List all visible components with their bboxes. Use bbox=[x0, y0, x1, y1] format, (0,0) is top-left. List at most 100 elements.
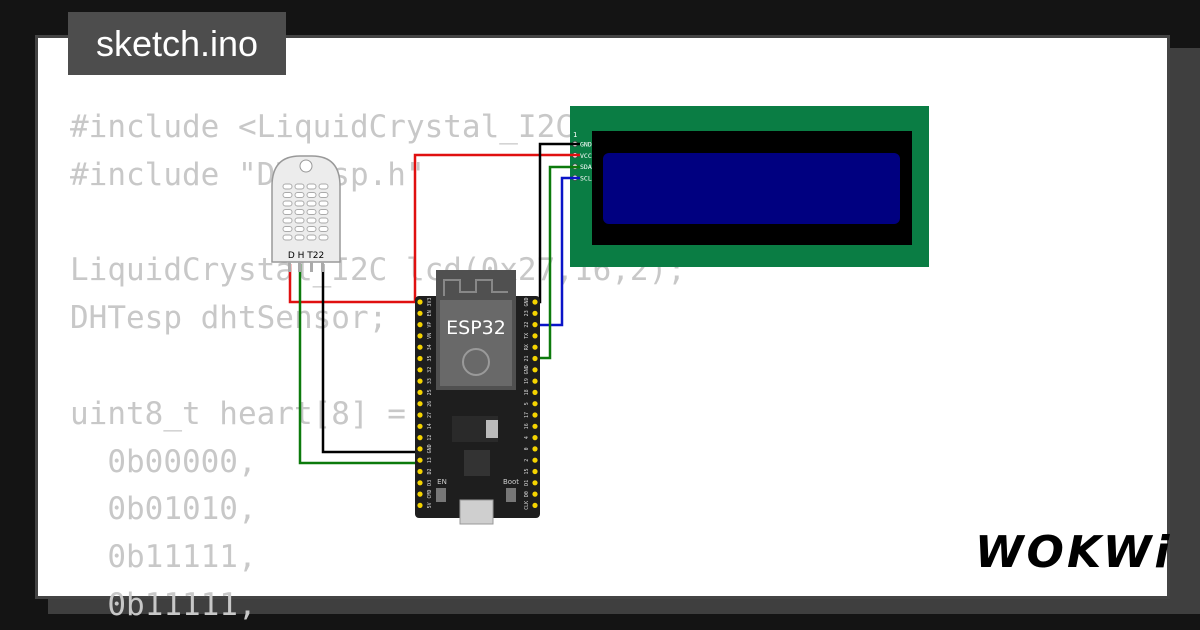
esp32-pin[interactable] bbox=[417, 423, 423, 429]
code-line: 0b11111, bbox=[107, 539, 257, 576]
wire-dht-data bbox=[298, 264, 420, 465]
esp32-pin[interactable] bbox=[417, 310, 423, 316]
dht22-grille-slot bbox=[318, 183, 329, 190]
esp32-pin-label: D2 bbox=[427, 468, 433, 474]
esp32-pin[interactable] bbox=[532, 412, 538, 418]
esp32-pin-label: 33 bbox=[427, 378, 433, 384]
esp32-pin[interactable] bbox=[532, 435, 538, 441]
dht22-grille-slot bbox=[282, 200, 293, 207]
esp32-pin-label: D1 bbox=[524, 480, 530, 486]
esp32-pin[interactable] bbox=[532, 333, 538, 339]
esp32-pin-label: GND bbox=[524, 297, 530, 306]
esp32-pin[interactable] bbox=[417, 378, 423, 384]
esp32-pin[interactable] bbox=[417, 491, 423, 497]
dht22-grille-slot bbox=[306, 217, 317, 224]
esp32-pin[interactable] bbox=[532, 322, 538, 328]
esp32-pin[interactable] bbox=[417, 322, 423, 328]
dht22-grille-slot bbox=[306, 183, 317, 190]
esp32-pin-label: 5V bbox=[427, 502, 433, 508]
esp32-pin-label: 18 bbox=[524, 389, 530, 395]
esp32-pin-label: 16 bbox=[524, 423, 530, 429]
esp32-pin-label: 2 bbox=[524, 459, 530, 462]
wire-vcc bbox=[288, 153, 580, 304]
esp32-pin-label: 32 bbox=[427, 367, 433, 373]
dht22-label: D H T22 bbox=[288, 251, 324, 261]
wire-dht-gnd bbox=[321, 264, 420, 454]
esp32-pin-label: 22 bbox=[524, 322, 530, 328]
esp32-pin[interactable] bbox=[532, 389, 538, 395]
esp32-chip bbox=[440, 300, 512, 386]
code-line: 0b00000, bbox=[107, 443, 257, 480]
esp32-pin[interactable] bbox=[417, 333, 423, 339]
esp32-pin[interactable] bbox=[532, 401, 538, 407]
wire-scl bbox=[533, 176, 580, 327]
en-button[interactable] bbox=[436, 488, 446, 502]
esp32-pin-label: CLK bbox=[524, 501, 530, 510]
esp32-pin[interactable] bbox=[417, 480, 423, 486]
esp32-pin-label: 25 bbox=[427, 389, 433, 395]
lcd-screen bbox=[603, 153, 900, 224]
esp32-pin[interactable] bbox=[417, 435, 423, 441]
esp32-pin[interactable] bbox=[417, 299, 423, 305]
dht22-grille-slot bbox=[318, 209, 329, 215]
esp32-pin[interactable] bbox=[532, 378, 538, 384]
esp32-pin[interactable] bbox=[417, 355, 423, 362]
esp32-pin[interactable] bbox=[417, 457, 423, 463]
esp32-pin-label: TX bbox=[524, 333, 530, 339]
dht22-pin bbox=[298, 262, 301, 272]
esp32-pin[interactable] bbox=[532, 344, 538, 350]
esp32-pin[interactable] bbox=[417, 412, 423, 418]
lcd-pin-index: 1 bbox=[573, 131, 577, 139]
code-line: DHTesp dhtSensor; bbox=[70, 300, 388, 337]
dht22-grille-slot bbox=[306, 226, 317, 232]
esp32-pin[interactable] bbox=[532, 457, 538, 463]
esp32-pin-label: 4 bbox=[524, 436, 530, 439]
dht22-grille-slot bbox=[282, 234, 293, 241]
esp32-pin[interactable] bbox=[417, 502, 423, 508]
esp32-pin[interactable] bbox=[532, 502, 538, 508]
esp32-pin[interactable] bbox=[532, 491, 538, 497]
dht22-grille-slot bbox=[294, 183, 305, 190]
micro-usb-port[interactable] bbox=[459, 499, 494, 525]
esp32-pin[interactable] bbox=[417, 468, 423, 475]
esp32-component bbox=[486, 420, 498, 438]
dht22-grille-slot bbox=[294, 209, 305, 215]
esp32-pin-label: RX bbox=[524, 344, 530, 350]
dht22-grille-slot bbox=[294, 200, 305, 207]
esp32-pin[interactable] bbox=[417, 446, 423, 452]
esp32-pin[interactable] bbox=[417, 389, 423, 395]
esp32-pin[interactable] bbox=[417, 344, 423, 350]
esp32-board[interactable]: ESP32 EN Boot 3V3ENVPVN34353233252627141… bbox=[415, 270, 540, 525]
esp32-pin[interactable] bbox=[532, 367, 538, 373]
esp32-antenna bbox=[443, 279, 508, 296]
dht22-pin bbox=[310, 262, 313, 272]
code-line: #include <LiquidCrystal_I2C.h> bbox=[70, 109, 630, 145]
esp32-pin[interactable] bbox=[417, 401, 423, 407]
esp32-pin-label: 27 bbox=[427, 412, 433, 418]
dht22-sensor[interactable]: D H T22 bbox=[271, 155, 341, 272]
lcd-pin-label: VCC bbox=[580, 152, 592, 160]
esp32-pin-label: VP bbox=[427, 322, 433, 328]
esp32-pin-label: CMD bbox=[427, 490, 433, 499]
esp32-pin-label: 17 bbox=[524, 412, 530, 418]
esp32-pin[interactable] bbox=[417, 367, 423, 373]
boot-button[interactable] bbox=[506, 488, 516, 502]
dht22-grille-slot bbox=[282, 183, 293, 190]
esp32-pin[interactable] bbox=[532, 423, 538, 429]
esp32-pin[interactable] bbox=[532, 310, 538, 316]
esp32-pin[interactable] bbox=[532, 446, 538, 452]
file-tab[interactable]: sketch.ino bbox=[68, 12, 286, 75]
esp32-pin-label: GND bbox=[427, 444, 433, 453]
esp32-pin[interactable] bbox=[532, 355, 538, 362]
dht22-grille-slot bbox=[318, 217, 329, 224]
esp32-label: ESP32 bbox=[446, 317, 506, 339]
dht22-grille-slot bbox=[282, 217, 293, 224]
dht22-grille-slot bbox=[306, 192, 317, 198]
esp32-pin[interactable] bbox=[532, 468, 538, 475]
espressif-logo-icon bbox=[462, 348, 490, 376]
dht22-pin bbox=[288, 262, 291, 272]
esp32-pin[interactable] bbox=[532, 299, 538, 305]
esp32-pin[interactable] bbox=[532, 480, 538, 486]
